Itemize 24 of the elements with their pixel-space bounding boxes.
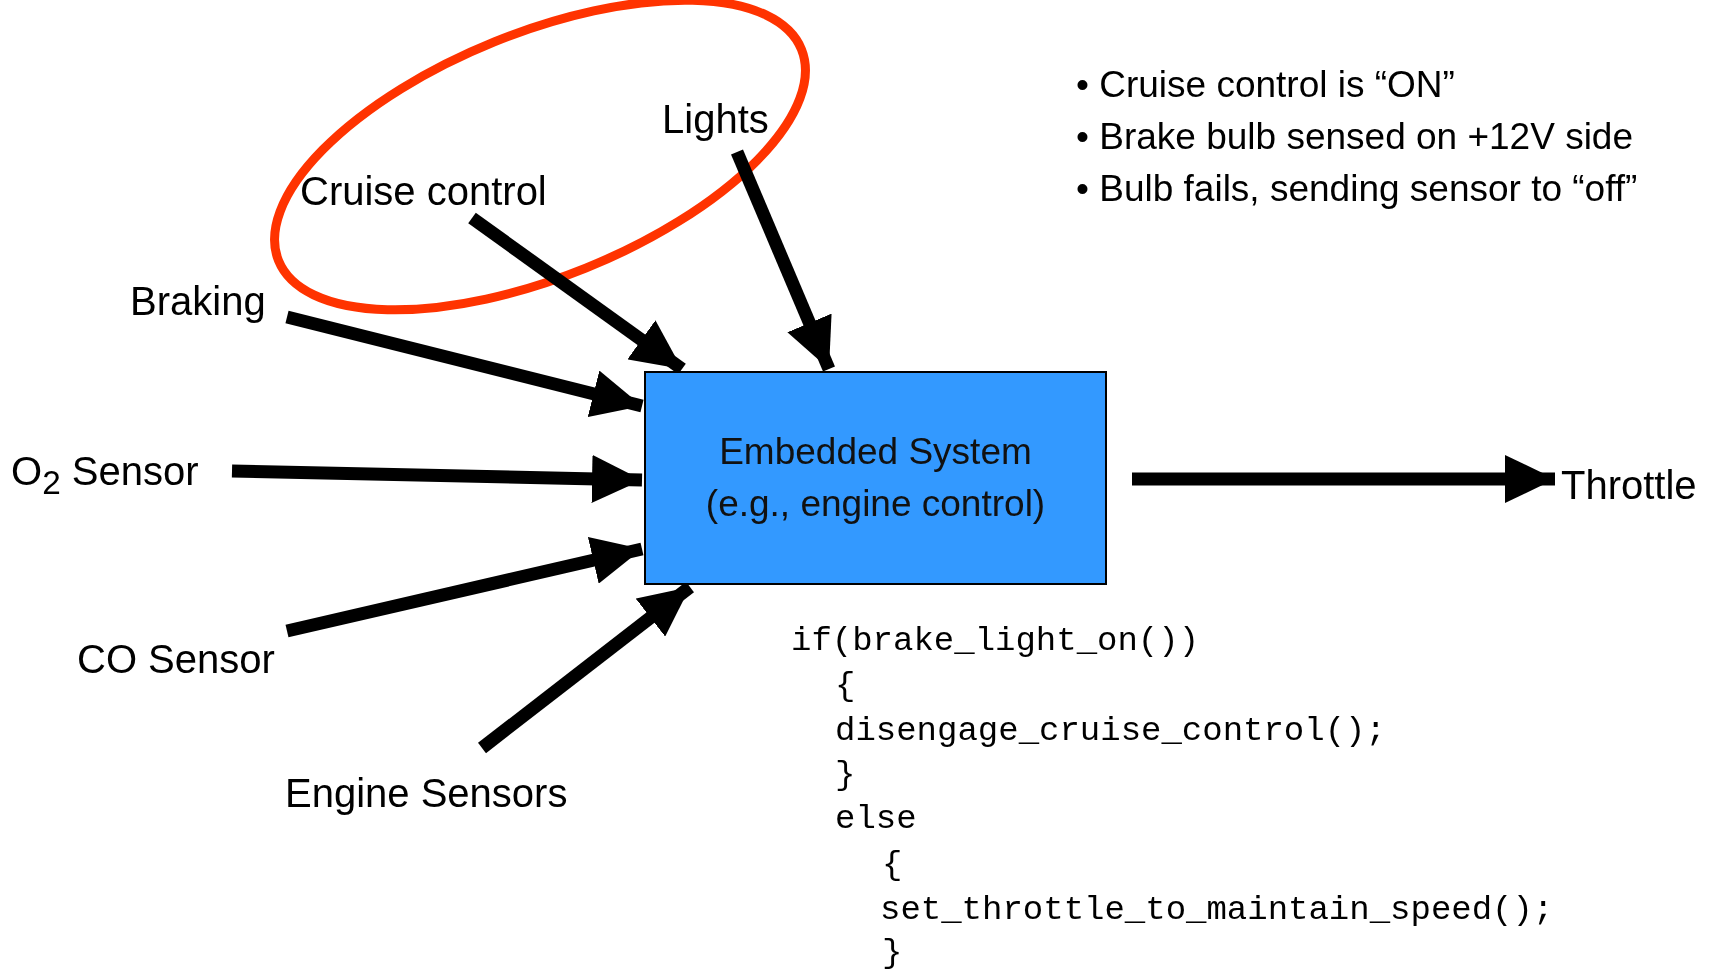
- bullet-note: • Brake bulb sensed on +12V side: [1076, 116, 1634, 158]
- node-label: Cruise control: [300, 168, 547, 214]
- bullet-note: • Bulb fails, sending sensor to “off”: [1076, 168, 1638, 210]
- node-label: O$_{2}$ Sensor: [11, 448, 199, 503]
- arrow: [285, 536, 644, 638]
- code-line: {: [882, 848, 903, 882]
- code-line: set_throttle_to_maintain_speed();: [880, 893, 1554, 927]
- arrow: [1132, 455, 1555, 503]
- node-label: Lights: [662, 96, 769, 142]
- arrow: [231, 454, 643, 503]
- process-box: Embedded System (e.g., engine control): [644, 371, 1107, 585]
- code-line: {: [835, 669, 856, 703]
- node-label: Throttle: [1561, 462, 1697, 508]
- code-line: }: [882, 936, 903, 970]
- code-line: if(brake_light_on()): [791, 624, 1200, 658]
- code-line: else: [835, 802, 917, 836]
- code-line: }: [835, 758, 856, 792]
- code-line: disengage_cruise_control();: [835, 714, 1386, 748]
- bullet-note: • Cruise control is “ON”: [1076, 64, 1455, 106]
- arrow: [731, 149, 835, 372]
- node-label: Engine Sensors: [285, 770, 568, 816]
- node-label: CO Sensor: [77, 636, 275, 682]
- node-label: Braking: [130, 278, 266, 324]
- arrow: [285, 310, 644, 418]
